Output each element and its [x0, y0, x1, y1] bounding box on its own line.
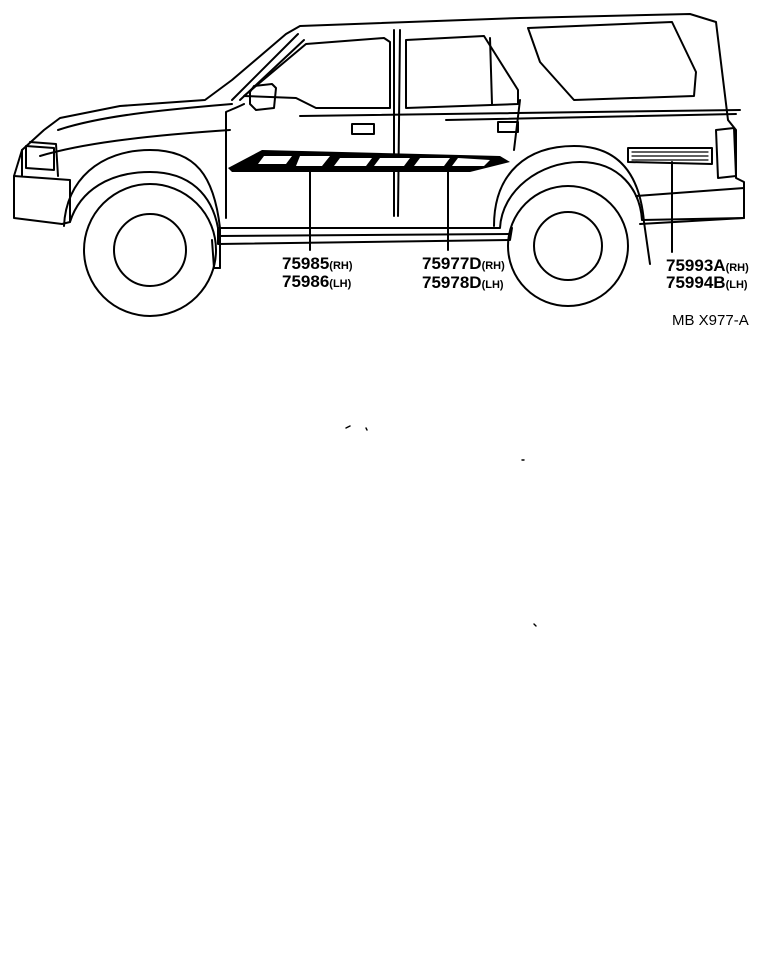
rear-wheel-arch	[493, 145, 651, 265]
front-tire	[83, 183, 217, 317]
part-number: 75978D	[422, 273, 482, 292]
part-label-75978D: 75978D(LH)	[422, 273, 504, 295]
part-number: 75994B	[666, 273, 726, 292]
rear-door-handle	[497, 121, 519, 133]
part-number: 75977D	[422, 254, 482, 273]
part-label-75977D: 75977D(RH)	[422, 254, 505, 276]
part-side: (LH)	[481, 279, 504, 291]
hood-line	[57, 103, 233, 131]
part-side: (RH)	[481, 260, 505, 272]
vehicle-body-outline	[13, 13, 745, 229]
diagram-reference-code: MB X977-A	[672, 312, 749, 329]
part-label-75986: 75986(LH)	[282, 272, 351, 294]
side-stripe-graphic	[228, 147, 713, 172]
part-number: 75993A	[666, 256, 726, 275]
front-mudflap	[211, 239, 221, 269]
rear-door-window	[405, 35, 519, 109]
belt-line	[299, 109, 741, 121]
part-number: 75986	[282, 272, 330, 291]
a-pillar	[231, 33, 305, 101]
front-bumper	[13, 141, 71, 223]
rocker-panel	[217, 227, 513, 245]
fender-crease	[39, 129, 231, 157]
front-window	[243, 37, 391, 109]
part-side: (RH)	[329, 260, 353, 272]
window-divider	[489, 37, 493, 105]
part-number: 75985	[282, 254, 330, 273]
side-mirror	[249, 83, 277, 111]
taillight	[715, 127, 737, 179]
rear-tire	[507, 185, 629, 307]
part-label-75985: 75985(RH)	[282, 254, 353, 276]
part-side: (LH)	[329, 278, 352, 290]
part-label-75993A: 75993A(RH)	[666, 256, 749, 278]
stray-mark	[345, 425, 537, 627]
rear-rim	[533, 211, 603, 281]
front-rim	[113, 213, 187, 287]
part-label-75994B: 75994B(LH)	[666, 273, 748, 295]
front-door-outline	[225, 29, 395, 219]
part-side: (RH)	[725, 262, 749, 274]
headlight	[25, 145, 55, 171]
front-door-handle	[351, 123, 375, 135]
rear-bumper	[635, 187, 745, 225]
rear-quarter-window	[527, 21, 697, 101]
front-wheel-arch	[63, 149, 221, 269]
part-side: (LH)	[725, 279, 748, 291]
